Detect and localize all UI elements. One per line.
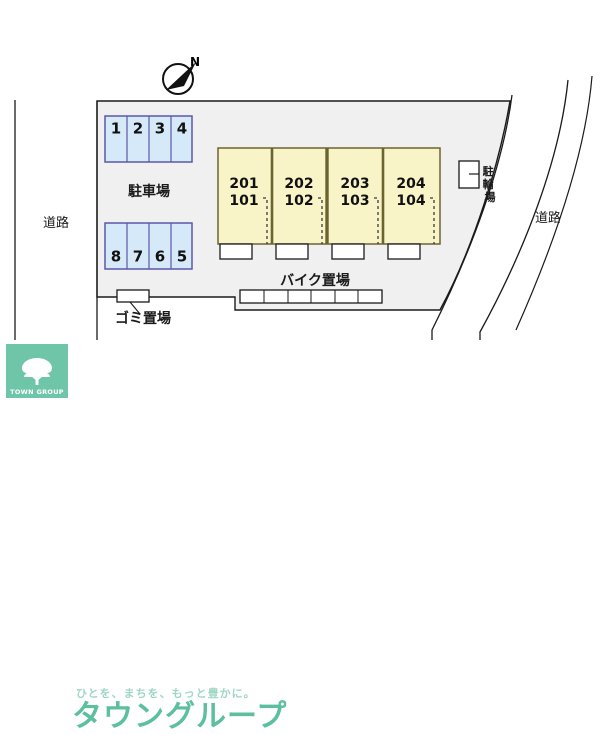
parking-stall-3: 3 <box>155 120 165 138</box>
entrance-porch-2 <box>275 243 309 260</box>
entrance-porch-1 <box>219 243 253 260</box>
brand-name: タウングループ <box>72 699 288 734</box>
parking-stall-1: 1 <box>111 120 121 138</box>
trash-area: ゴミ置場 <box>115 289 171 327</box>
bicycle-parking-label: 駐 輪 場 <box>483 164 498 204</box>
entry-path-unit-4 <box>430 197 435 244</box>
parking-stall-4: 4 <box>177 120 187 138</box>
building-outline <box>217 147 441 245</box>
entry-path-unit-2 <box>318 197 323 244</box>
parking-stalls-bottom: 8 7 6 5 <box>104 222 193 270</box>
unit-label-103: 103 <box>340 193 369 209</box>
motorcycle-parking-label: バイク置場 <box>280 272 350 289</box>
right-road-outer-edge <box>479 79 569 400</box>
road-label-left: 道路 <box>43 215 69 231</box>
entrance-porch-4 <box>387 243 421 260</box>
right-road-far-edge <box>515 75 593 331</box>
unit-label-102: 102 <box>284 193 313 209</box>
apartment-building: 201 101 202 102 203 103 204 104 <box>217 147 441 260</box>
parking-stalls-top: 1 2 3 4 <box>104 115 193 163</box>
parking-stall-5: 5 <box>177 248 187 266</box>
tree-icon <box>22 358 52 385</box>
road-label-right: 道路 <box>535 210 561 226</box>
parking-stall-8: 8 <box>111 248 121 266</box>
trash-area-label: ゴミ置場 <box>115 310 171 327</box>
site-plan-map: 道路 道路 N 1 2 3 4 駐車場 8 7 6 5 <box>14 55 593 400</box>
parking-stall-6: 6 <box>155 248 165 266</box>
unit-label-204: 204 <box>396 176 425 192</box>
unit-label-104: 104 <box>396 193 425 209</box>
parking-stall-2: 2 <box>133 120 143 138</box>
entry-path-unit-1 <box>263 197 268 244</box>
trash-area-leader-line <box>129 301 141 315</box>
parking-lot-label: 駐車場 <box>128 183 170 200</box>
unit-label-201: 201 <box>229 176 258 192</box>
entrance-porch-3 <box>331 243 365 260</box>
town-group-badge: TOWN GROUP <box>6 344 68 398</box>
parking-stall-7: 7 <box>133 248 143 266</box>
right-road-inner-edge <box>431 94 513 400</box>
brand-footer: TOWN GROUP ひとを、まちを、もっと豊かに。 タウングループ <box>0 340 600 734</box>
unit-label-203: 203 <box>340 176 369 192</box>
unit-label-202: 202 <box>284 176 313 192</box>
north-arrow-icon: N <box>162 55 200 95</box>
unit-label-101: 101 <box>229 193 258 209</box>
entry-path-unit-3 <box>374 197 379 244</box>
badge-label: TOWN GROUP <box>10 388 64 396</box>
north-label: N <box>190 55 200 69</box>
trash-area-shape <box>116 289 150 303</box>
bicycle-parking-area: 駐 輪 場 <box>458 160 498 204</box>
motorcycle-parking-area: バイク置場 <box>239 272 383 304</box>
brand-tagline: ひとを、まちを、もっと豊かに。 <box>76 687 256 700</box>
